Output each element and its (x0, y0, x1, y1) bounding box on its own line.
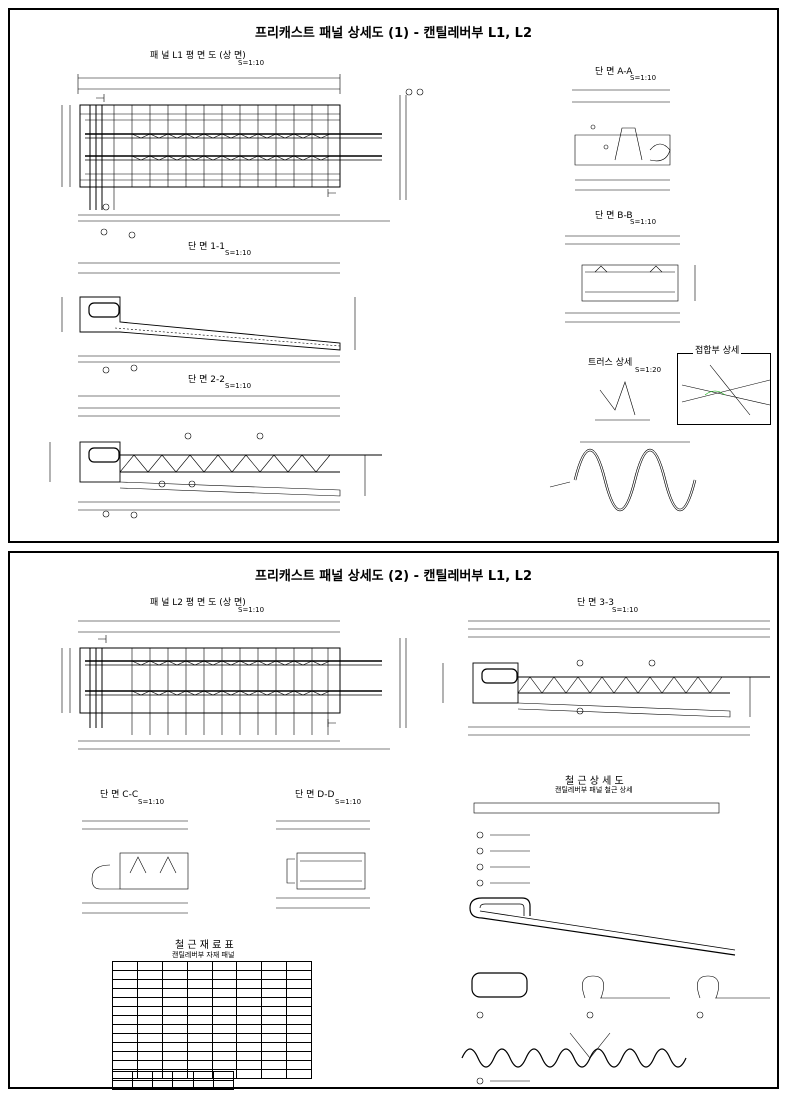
section-a-a-scale: S=1:10 (630, 74, 657, 82)
drawing-sheet-1: 프리캐스트 패널 상세도 (1) - 캔틸레버부 L1, L2 패 널 L1 평… (8, 8, 779, 543)
sheet2-drawing (61, 620, 770, 1085)
section-b-b-scale: S=1:10 (630, 218, 657, 226)
rebar-detail-title: 철 근 상 세 도 (565, 776, 624, 787)
plan-l2-scale: S=1:10 (238, 606, 265, 614)
section-d-d-scale: S=1:10 (335, 798, 362, 806)
section-c-c-label: 단 면 C-C (100, 790, 139, 800)
section-1-1-label: 단 면 1-1 (188, 242, 225, 252)
section-2-2-drawing (49, 395, 382, 519)
section-c-c-drawing (82, 820, 189, 914)
drawing-sheet-2: 프리캐스트 패널 상세도 (2) - 캔틸레버부 L1, L2 패 널 L2 평… (8, 551, 779, 1090)
plan-l2-label: 패 널 L2 평 면 도 (상 면) (150, 598, 246, 608)
plan-l1-scale: S=1:10 (238, 59, 265, 67)
rebar-detail-drawing (461, 802, 770, 1085)
section-1-1-scale: S=1:10 (225, 249, 252, 257)
schedule-subtitle: 캔틸레버부 자재 패널 (172, 951, 235, 959)
sheet2-title: 프리캐스트 패널 상세도 (2) - 캔틸레버부 L1, L2 (254, 569, 532, 584)
section-c-c-scale: S=1:10 (138, 798, 165, 806)
rebar-detail-subtitle: 캔틸레버부 패널 철근 상세 (555, 786, 633, 794)
joint-detail-label: 접합부 상세 (693, 343, 742, 356)
section-b-b-drawing (565, 235, 696, 323)
sheet1-drawing (49, 74, 771, 519)
section-1-1-drawing (61, 262, 356, 374)
truss-detail-drawing (549, 381, 697, 512)
section-d-d-drawing (276, 820, 370, 909)
section-3-3-label: 단 면 3-3 (577, 598, 614, 608)
rebar-summary-table (111, 1071, 235, 1090)
plan-l2-drawing (61, 620, 407, 750)
joint-detail-drawing (681, 364, 771, 416)
section-a-a-drawing (572, 89, 671, 191)
section-3-3-drawing (442, 620, 770, 736)
section-d-d-label: 단 면 D-D (295, 790, 335, 800)
truss-detail-label: 트러스 상세 (588, 358, 633, 368)
section-a-a-label: 단 면 A-A (595, 67, 633, 77)
section-b-b-label: 단 면 B-B (595, 211, 633, 221)
sheet1-title: 프리캐스트 패널 상세도 (1) - 캔틸레버부 L1, L2 (254, 26, 532, 41)
section-2-2-label: 단 면 2-2 (188, 375, 225, 385)
section-3-3-scale: S=1:10 (612, 606, 639, 614)
section-2-2-scale: S=1:10 (225, 382, 252, 390)
schedule-title: 철 근 재 료 표 (175, 940, 234, 951)
plan-l1-drawing (61, 74, 424, 239)
truss-detail-scale: S=1:20 (635, 366, 662, 374)
plan-l1-label: 패 널 L1 평 면 도 (상 면) (150, 51, 246, 61)
